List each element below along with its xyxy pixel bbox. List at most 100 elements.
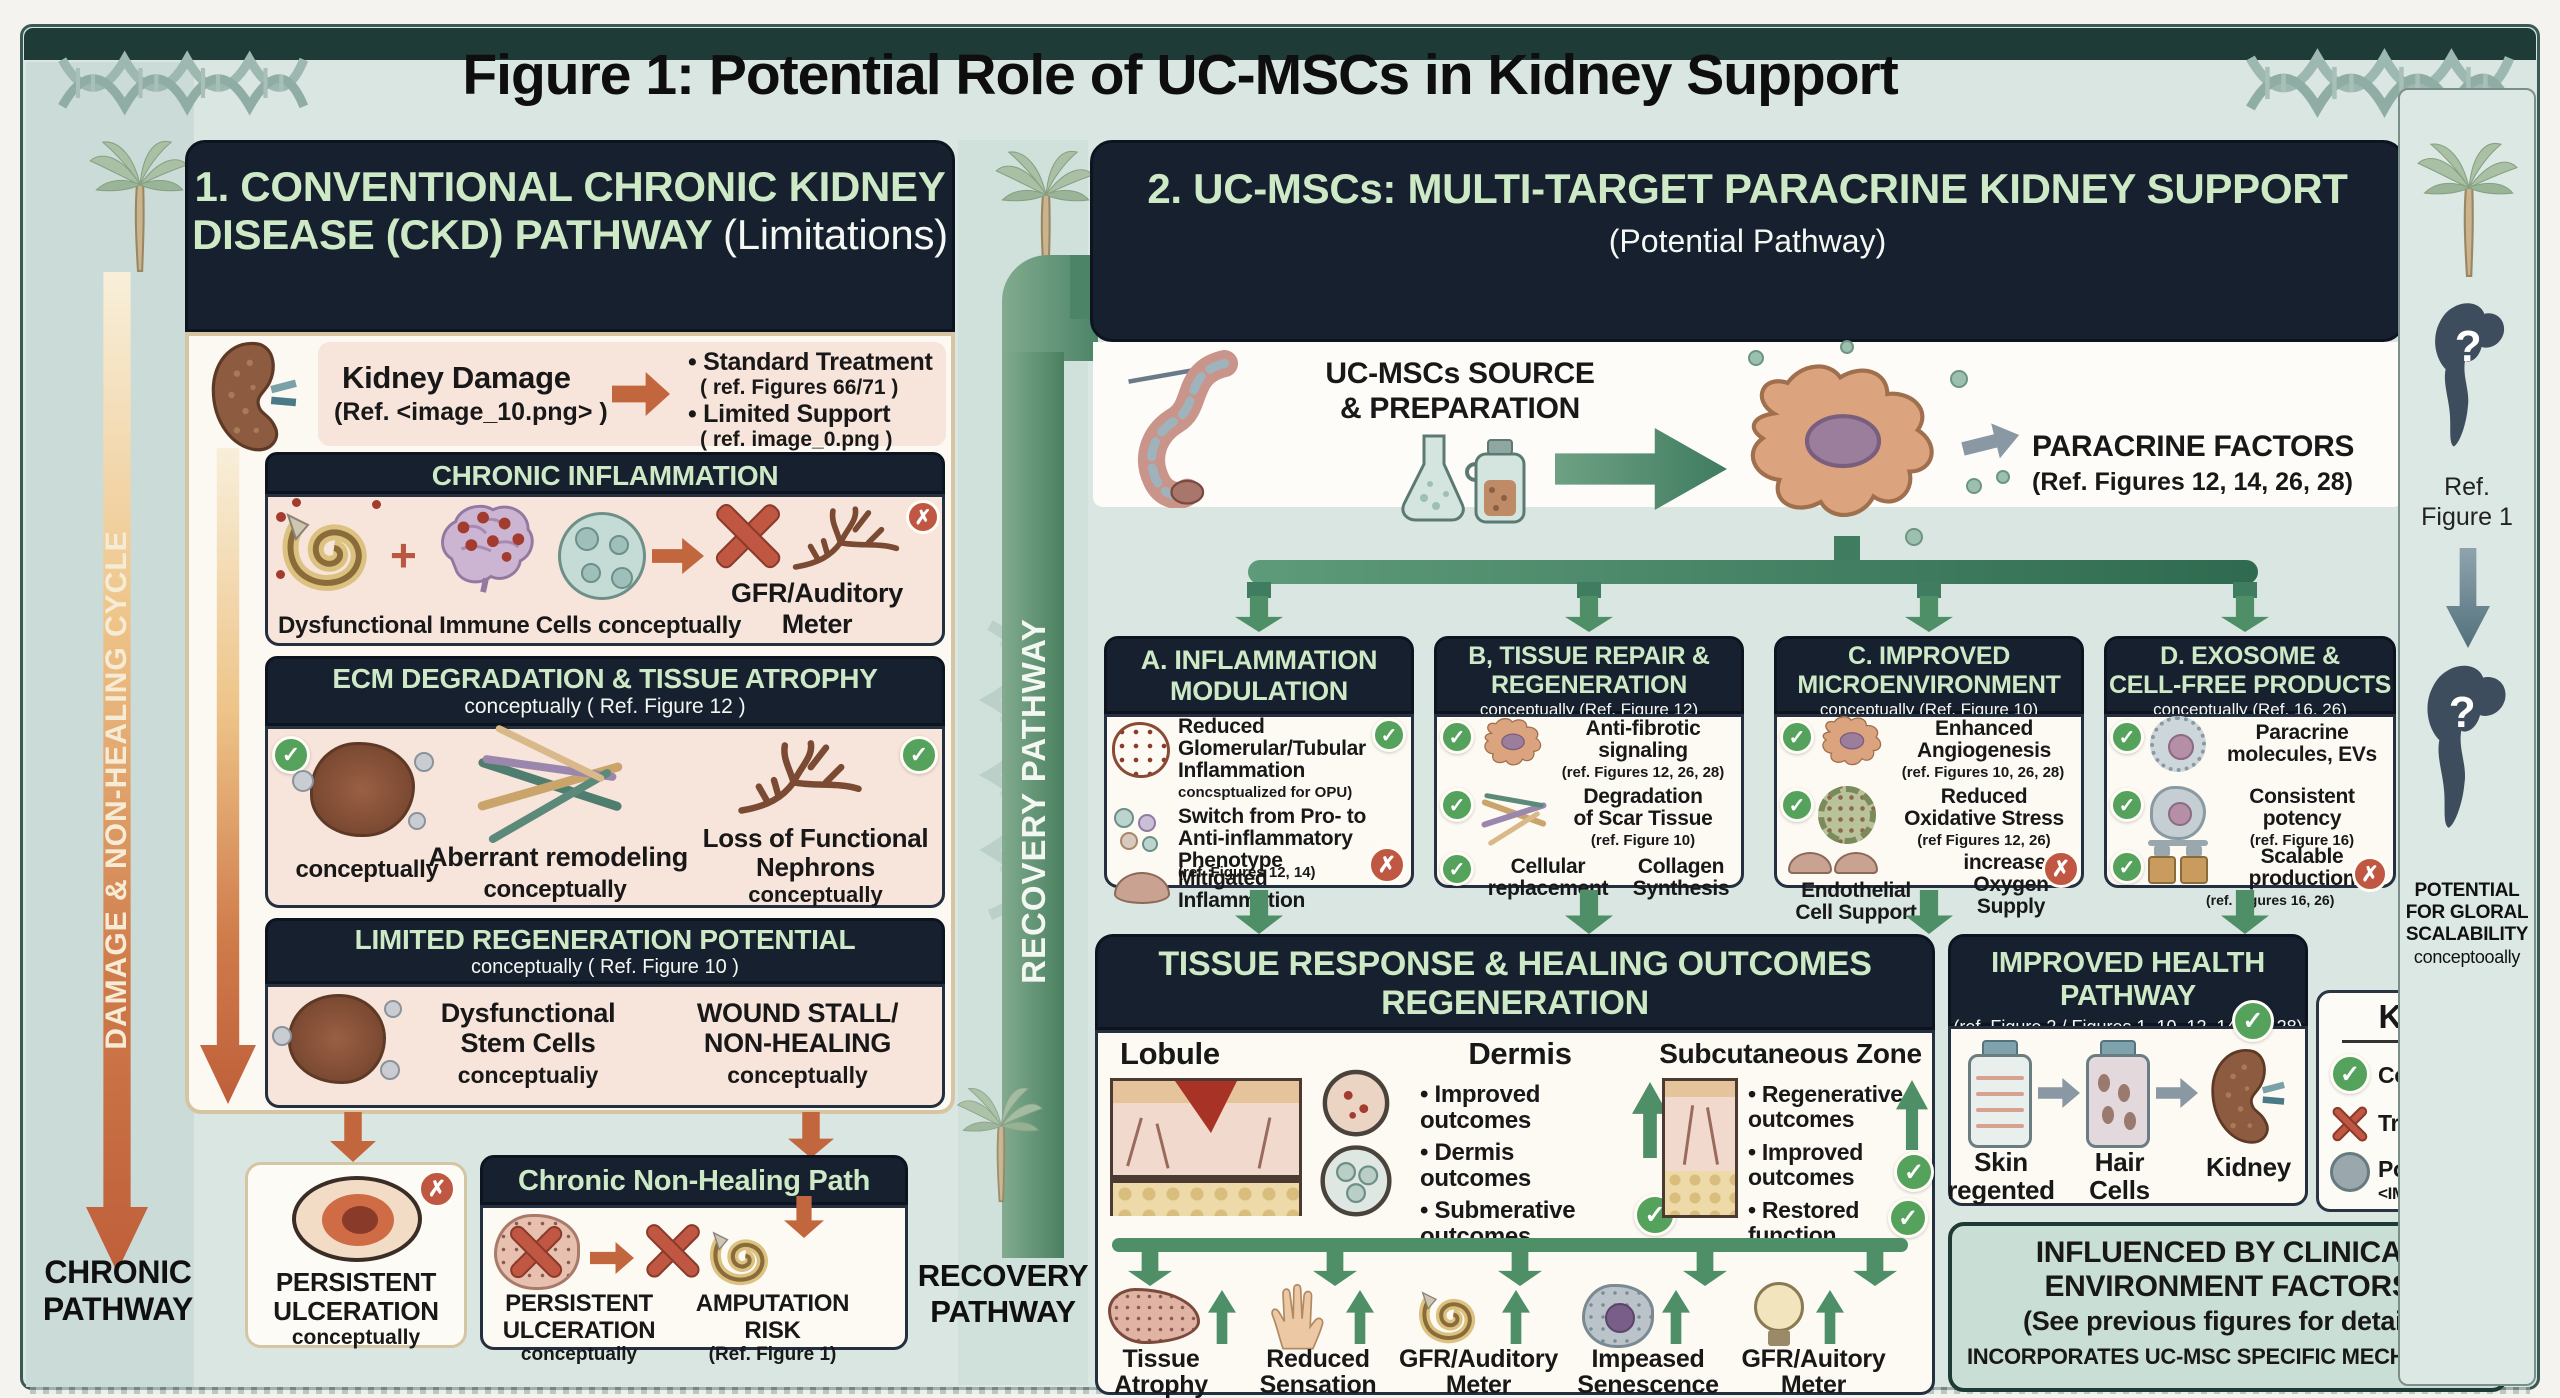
ecm-caption1: conceptually — [295, 856, 439, 883]
paracrine-dot — [1840, 340, 1854, 354]
nonhealing-ulceration-label: PERSISTENT ULCERATION — [502, 1290, 656, 1344]
stem-blob-cell — [272, 1026, 292, 1046]
panel2-toprow-bg — [1093, 342, 2403, 507]
panel2-subtitle: (Potential Pathway) — [1608, 223, 1887, 259]
stem-blob-cell — [384, 1000, 402, 1018]
colC-header: C. IMPROVED MICROENVIRONMENT conceptuall… — [1774, 636, 2084, 719]
scar-fibers-icon — [470, 724, 630, 845]
scar-fibers-icon — [1478, 788, 1550, 847]
regen-item1: Dysfunctional Stem Cells — [440, 998, 616, 1058]
colB-item2: Degradation of Scar Tissue — [1573, 785, 1713, 830]
check-badge — [2232, 1000, 2274, 1042]
outcome-2-label: Reduced Sensation — [1259, 1345, 1377, 1398]
key-potential-icon — [2330, 1152, 2370, 1192]
damage-cycle-label: DAMAGE & NON-HEALING CYCLE — [100, 530, 133, 1050]
connector-bar — [1248, 560, 2258, 584]
subq-bullet-1: Regenerative outcomes — [1748, 1082, 1938, 1132]
chronic-pathway-label: CHRONIC PATHWAY — [42, 1254, 194, 1327]
recovery-vertical-label: RECOVERY PATHWAY — [1015, 618, 1052, 984]
brain-icon — [428, 500, 544, 598]
right-margin-strip — [2398, 88, 2536, 1386]
plus-sign: + — [390, 529, 417, 581]
check-badge — [1894, 1152, 1934, 1192]
colC-item3a: Endothelial Cell Support — [1795, 879, 1917, 924]
potential-scalability-label: POTENTIAL FOR GLORAL SCALABILITY concept… — [2405, 880, 2529, 967]
colC-item3b: increased Oxygen Supply — [1963, 851, 2059, 918]
ecm-blob-icon — [310, 742, 415, 837]
check-badge — [900, 736, 938, 774]
nonhealing-header: Chronic Non-Healing Path — [480, 1155, 908, 1205]
stem-cell-blob-icon — [288, 994, 386, 1084]
paracrine-dot — [1996, 470, 2010, 484]
map-question-mark: ? — [2454, 322, 2482, 371]
ecm-caption2: conceptually — [483, 876, 627, 903]
check-badge — [1440, 788, 1474, 822]
colA-item3-ref: (ref. Figures 12, 14) — [1178, 864, 1316, 881]
palm-tree-icon — [89, 140, 188, 272]
fibroblast-cell-icon — [1484, 717, 1542, 766]
paracrine-dot — [1748, 350, 1764, 366]
check-badge — [1780, 788, 1814, 822]
gfr-auditory-label: GFR/Auditory Meter — [731, 578, 903, 639]
paracrine-dot — [1966, 478, 1982, 494]
cells-cluster-icon — [1112, 806, 1168, 856]
influenced-line2: ENVIRONMENT FACTORS — [2044, 1270, 2412, 1303]
colB-header: B, TISSUE REPAIR & REGENERATION conceptu… — [1434, 636, 1744, 719]
ecm-caption3: conceptually — [748, 882, 883, 907]
outcome-3-label: GFR/Auditory Meter — [1399, 1345, 1558, 1398]
skin-vial-icon — [1968, 1040, 2032, 1150]
check-badge — [1440, 852, 1474, 886]
check-badge — [1888, 1198, 1928, 1238]
connector-stem — [1917, 582, 1941, 598]
connector-stem — [2233, 582, 2257, 598]
subcutaneous-strip — [1662, 1078, 1738, 1218]
key-x-icon — [2330, 1104, 2370, 1144]
recovery-pathway-label: RECOVERY PATHWAY — [917, 1258, 1089, 1329]
limited-support-ref: ( ref. image_0.png ) — [700, 428, 893, 451]
x-badge — [2352, 856, 2388, 892]
cells-circle-icon — [558, 512, 646, 600]
kidney-damage-label: Kidney Damage — [342, 360, 571, 395]
check-badge — [2110, 720, 2144, 754]
ulceration-caption: conceptually — [291, 1326, 421, 1349]
hair-cells-label: Hair Cells — [2089, 1147, 2150, 1205]
colA-item2: Switch from Pro- to Anti-inflammatory Ph… — [1178, 805, 1366, 872]
regen-item2: WOUND STALL/ NON-HEALING — [696, 998, 899, 1058]
palm-tree-icon — [956, 1087, 1044, 1203]
connector-stem — [1577, 582, 1601, 598]
amputation-ref: (Ref. Figure 1) — [708, 1344, 837, 1365]
cochlea-icon — [282, 504, 382, 596]
check-badge — [272, 736, 310, 774]
limited-support: Limited Support — [688, 400, 890, 429]
colC-item1: Enhanced Angiogenesis — [1916, 717, 2052, 762]
kidney-icon — [192, 336, 314, 454]
colC-item2: Reduced Oxidative Stress — [1904, 785, 2064, 830]
hair-vial-icon — [2086, 1040, 2150, 1150]
hand-icon — [1271, 1283, 1324, 1350]
dermis-bullet-1: Improved outcomes — [1420, 1082, 1620, 1134]
lobule-label: Lobule — [1120, 1036, 1220, 1071]
ecm-section-header: ECM DEGRADATION & TISSUE ATROPHY concept… — [265, 656, 945, 726]
check-badge — [1780, 720, 1814, 754]
senescent-cell-icon — [1582, 1284, 1654, 1348]
subq-bullet-2: Improved outcomes — [1748, 1140, 1928, 1190]
inflammation-dot — [292, 498, 301, 507]
exosome-icon — [2150, 716, 2206, 772]
panel1-header: 1. CONVENTIONAL CHRONIC KIDNEY DISEASE (… — [185, 140, 955, 332]
flasks-icon — [1400, 434, 1526, 524]
inflammation-section-header: CHRONIC INFLAMMATION — [265, 452, 945, 494]
panel2-title: 2. UC-MSCs: MULTI-TARGET PARACRINE KIDNE… — [1147, 165, 2348, 212]
ecm-blob-cell — [408, 812, 426, 830]
standard-treatment-ref: ( ref. Figures 66/71 ) — [700, 376, 899, 399]
ref-figure1-label: Ref. Figure 1 — [2421, 473, 2513, 531]
colC-item1-ref: (ref. Figures 10, 26, 28) — [1901, 764, 2065, 781]
colB-item1-ref: (ref. Figures 12, 26, 28) — [1561, 764, 1725, 781]
connector-stem — [1247, 582, 1271, 598]
ecm-blob-cell — [292, 770, 314, 792]
colC-item2-ref: (ref Figures 12, 26) — [1917, 832, 2051, 849]
kidney-label: Kidney — [2206, 1152, 2291, 1182]
colD-item1: Paracrine molecules, EVs — [2227, 721, 2377, 766]
oxidative-stress-icon — [1818, 786, 1876, 844]
horn-icon — [706, 1226, 782, 1288]
